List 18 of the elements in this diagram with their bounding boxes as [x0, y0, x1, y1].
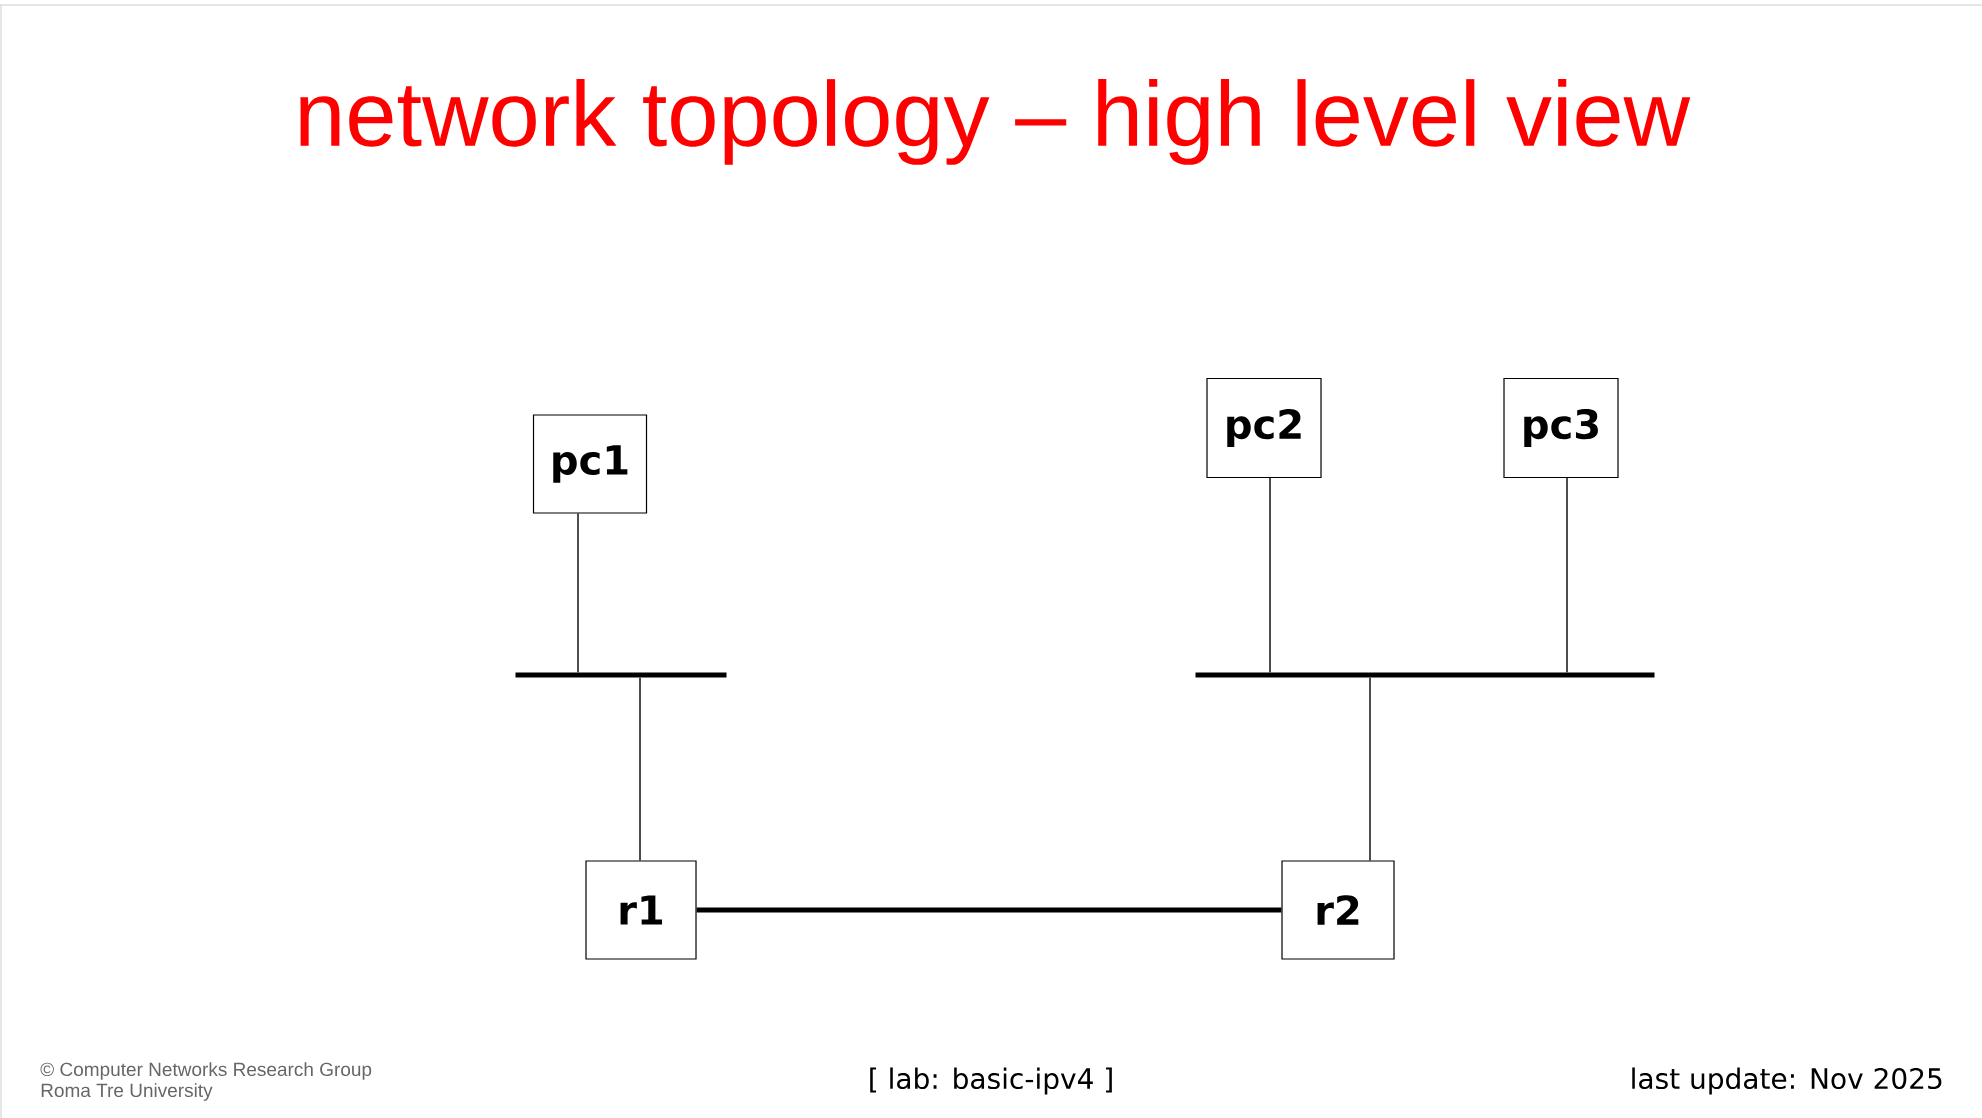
- device-box: r2: [1281, 860, 1395, 960]
- footer-text: last update: Nov 2025: [1632, 1067, 1942, 1095]
- title: network topology – high level view: [300, 79, 1691, 165]
- device-box: pc1: [532, 414, 648, 514]
- device-box: r1: [585, 860, 697, 960]
- device-box: pc3: [1503, 377, 1619, 479]
- footer-text: [ lab: basic-ipv4 ]: [870, 1067, 1112, 1095]
- link-line: [1269, 477, 1271, 673]
- link-line: [639, 677, 641, 862]
- device-box: pc2: [1206, 377, 1322, 479]
- link-line: [577, 512, 579, 673]
- link-line: [696, 907, 1282, 913]
- link-line: [1566, 477, 1568, 673]
- network-bar: [515, 672, 727, 678]
- footer-text: © Computer Networks Research Group: [40, 1062, 372, 1080]
- network-bar: [1195, 672, 1655, 678]
- footer-text: Roma Tre University: [41, 1083, 213, 1101]
- link-line: [1369, 677, 1371, 862]
